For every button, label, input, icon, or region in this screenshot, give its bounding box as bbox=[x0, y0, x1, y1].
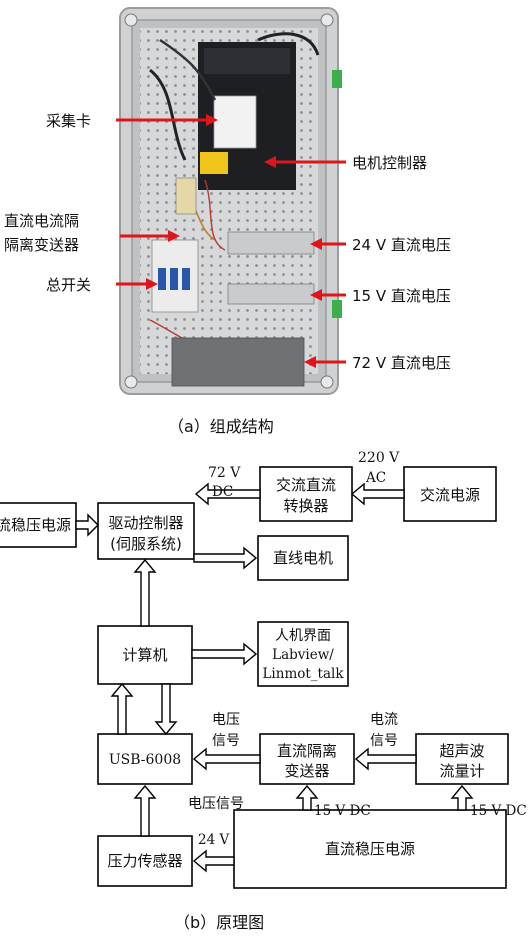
arrow-psu-to-pressure bbox=[194, 851, 234, 871]
text-hmi-2: Labview/ bbox=[272, 647, 334, 663]
arrow-driver-to-motor bbox=[194, 548, 256, 568]
text-linear-motor: 直线电机 bbox=[273, 549, 333, 567]
label-main-switch: 总开关 bbox=[46, 276, 91, 294]
caption-b: （b）原理图 bbox=[174, 913, 264, 932]
edge-72v: 72 V bbox=[208, 465, 241, 481]
daq-card-device bbox=[214, 96, 256, 148]
arrow-computer-to-usb bbox=[156, 684, 176, 734]
text-hmi-3: Linmot_talk bbox=[262, 666, 344, 682]
edge-15v-b: 15 V DC bbox=[470, 803, 527, 819]
text-usb-6008: USB-6008 bbox=[109, 752, 181, 768]
text-psu-left: 流稳压电源 bbox=[0, 516, 71, 534]
psu-72v-device bbox=[172, 338, 304, 386]
label-motor-controller: 电机控制器 bbox=[352, 154, 427, 172]
text-acdc-2: 转换器 bbox=[283, 497, 328, 515]
text-iso-1: 直流隔离 bbox=[277, 742, 337, 760]
edge-voltage-signal-bottom: 电压信号 bbox=[188, 796, 244, 812]
text-acdc-1: 交流直流 bbox=[276, 476, 336, 494]
label-daq-card: 采集卡 bbox=[46, 112, 91, 130]
arrow-usb-to-computer bbox=[112, 684, 132, 734]
label-24v: 24 V 直流电压 bbox=[352, 236, 451, 254]
text-driver-2: (伺服系统) bbox=[110, 535, 182, 553]
label-isolation-transmitter-1: 直流电流隔 bbox=[4, 212, 79, 230]
arrow-ultra-to-iso bbox=[356, 749, 416, 769]
text-computer: 计算机 bbox=[122, 646, 167, 664]
caption-a: （a）组成结构 bbox=[168, 417, 274, 436]
text-ac-power: 交流电源 bbox=[420, 486, 480, 504]
text-pressure-sensor: 压力传感器 bbox=[107, 852, 182, 870]
arrow-psu-to-ultra bbox=[452, 786, 472, 810]
edge-220v-ac: AC bbox=[365, 470, 386, 486]
edge-voltage-signal-2: 信号 bbox=[212, 733, 240, 749]
block-diagram: 流稳压电源 驱动控制器 (伺服系统) 交流直流 转换器 交流电源 直线电机 计算… bbox=[0, 450, 527, 932]
arrow-psu-to-driver bbox=[76, 515, 98, 535]
text-hmi-1: 人机界面 bbox=[275, 628, 331, 644]
psu-24v-device bbox=[228, 232, 314, 254]
label-72v: 72 V 直流电压 bbox=[352, 354, 451, 372]
edge-current-signal-1: 电流 bbox=[370, 712, 398, 728]
text-iso-2: 变送器 bbox=[284, 762, 329, 780]
arrow-pressure-to-usb bbox=[135, 786, 155, 836]
arrow-iso-to-usb bbox=[194, 749, 260, 769]
label-isolation-transmitter-2: 隔离变送器 bbox=[4, 236, 79, 254]
text-psu-bottom: 直流稳压电源 bbox=[325, 840, 415, 858]
arrow-ac-to-acdc bbox=[352, 484, 404, 504]
edge-15v-a: 15 V DC bbox=[314, 803, 371, 819]
edge-current-signal-2: 信号 bbox=[370, 733, 398, 749]
edge-72v-dc: DC bbox=[212, 484, 233, 500]
arrow-computer-to-hmi bbox=[192, 644, 256, 664]
edge-voltage-signal-1: 电压 bbox=[212, 712, 240, 728]
edge-24v: 24 V bbox=[198, 832, 229, 848]
enclosure-photo bbox=[120, 8, 342, 394]
text-driver-1: 驱动控制器 bbox=[108, 514, 183, 532]
text-ultra-1: 超声波 bbox=[439, 742, 484, 760]
arrow-computer-to-driver bbox=[135, 560, 155, 626]
edge-220v: 220 V bbox=[358, 450, 400, 466]
text-ultra-2: 流量计 bbox=[439, 762, 484, 780]
psu-15v-device bbox=[228, 284, 314, 304]
label-15v: 15 V 直流电压 bbox=[352, 287, 451, 305]
